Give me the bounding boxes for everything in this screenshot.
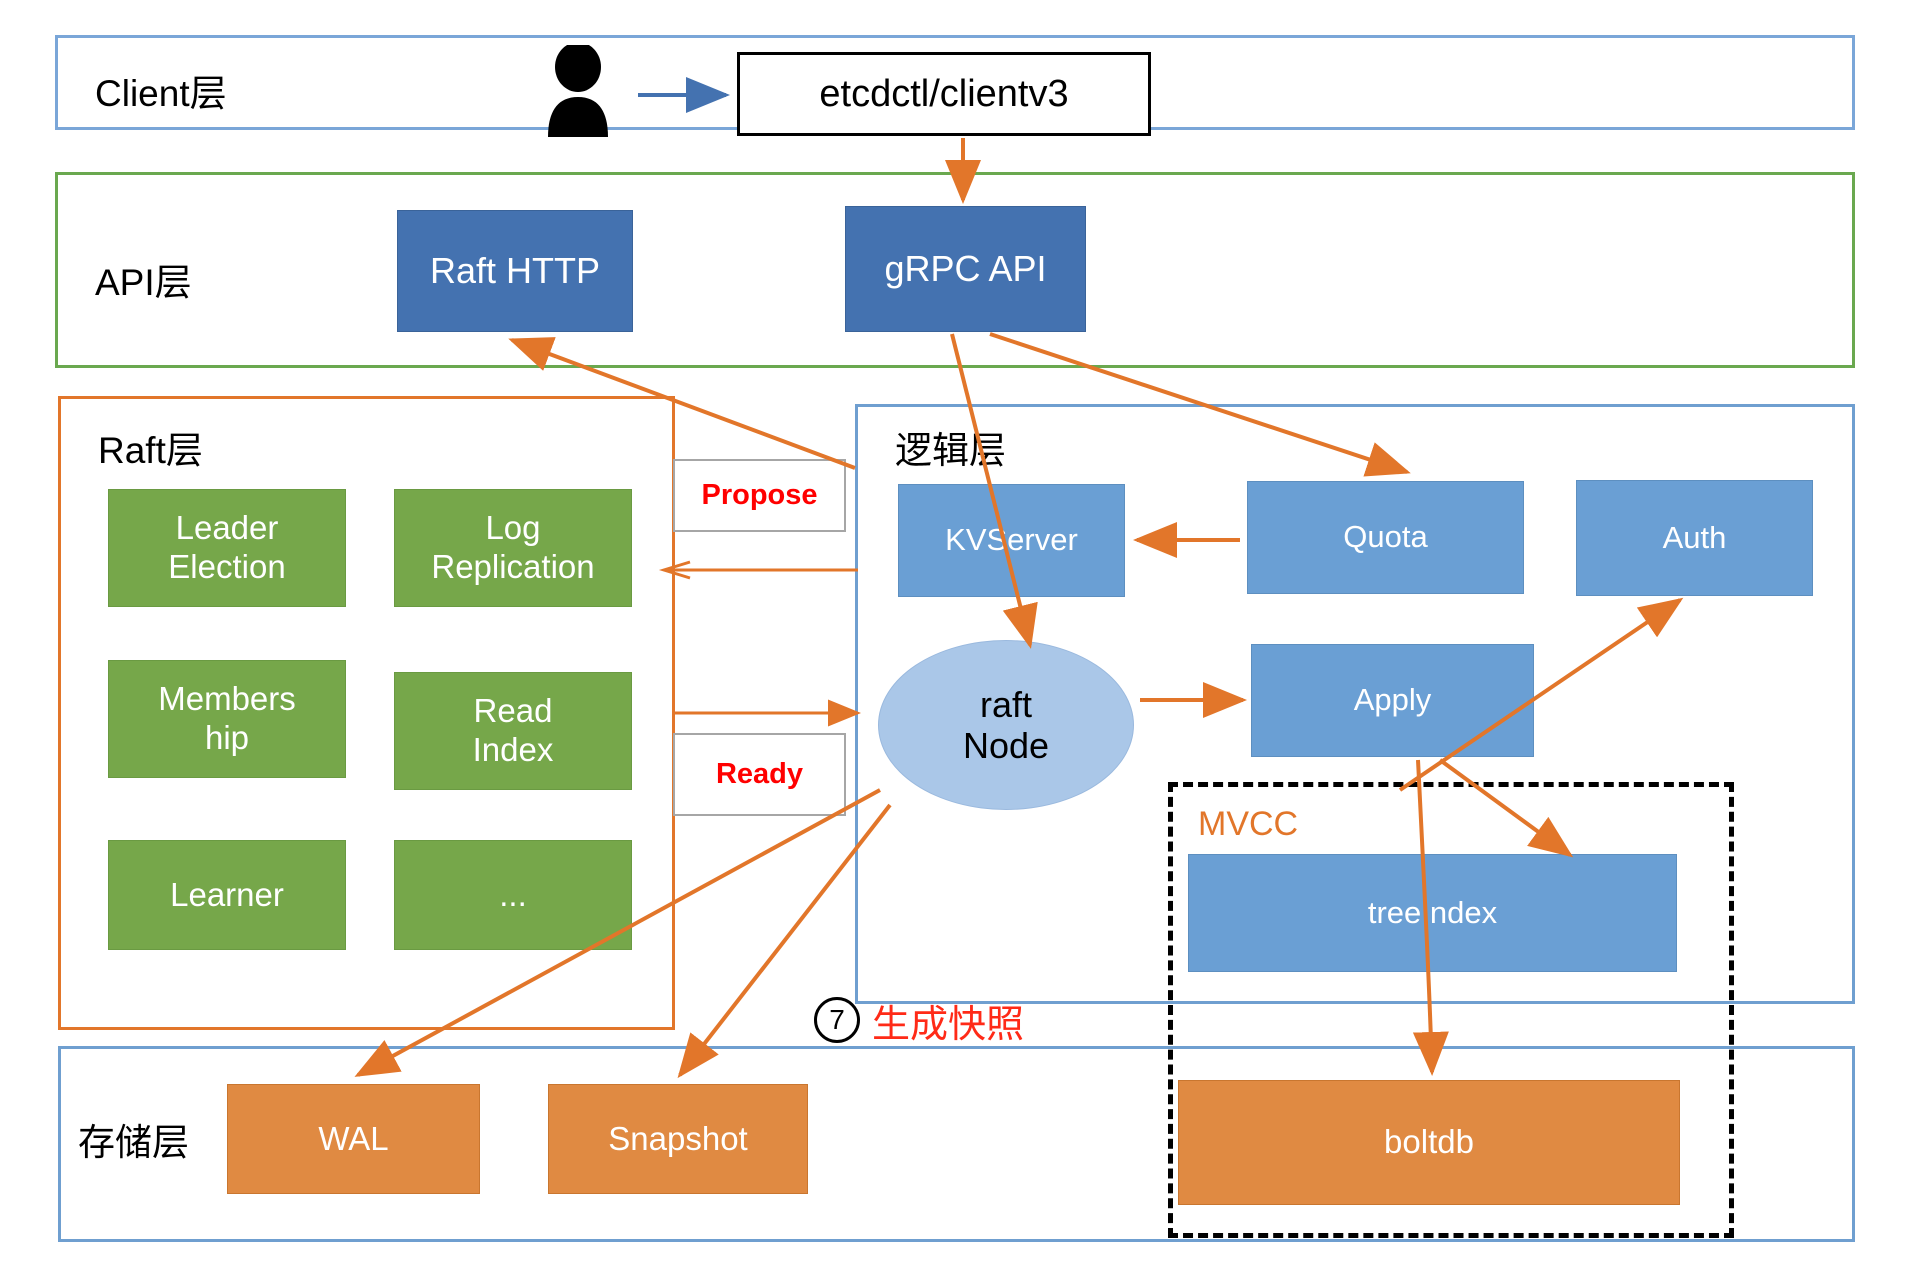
ready-tag: Ready [673,733,846,816]
raft-layer-title: Raft层 [98,430,203,471]
user-person-icon [532,42,624,142]
mvcc-label: MVCC [1198,805,1299,843]
step-number-badge: 7 [814,997,860,1043]
etcdctl-clientv3-box[interactable]: etcdctl/clientv3 [737,52,1151,136]
propose-tag: Propose [673,459,846,532]
logic-layer-title: 逻辑层 [895,430,1006,471]
membership-box[interactable]: Members hip [108,660,346,778]
read-index-box[interactable]: Read Index [394,672,632,790]
treeindex-box[interactable]: treeIndex [1188,854,1677,972]
quota-box[interactable]: Quota [1247,481,1524,594]
apply-box[interactable]: Apply [1251,644,1534,757]
learner-box[interactable]: Learner [108,840,346,950]
snapshot-box[interactable]: Snapshot [548,1084,808,1194]
client-layer-title: Client层 [95,73,227,114]
kvserver-box[interactable]: KVServer [898,484,1125,597]
raft-node-ellipse[interactable]: raft Node [878,640,1134,810]
wal-box[interactable]: WAL [227,1084,480,1194]
boltdb-box[interactable]: boltdb [1178,1080,1680,1205]
step-label: 生成快照 [872,1004,1025,1046]
ellipsis-box[interactable]: ... [394,840,632,950]
storage-layer-title: 存储层 [78,1122,189,1163]
leader-election-box[interactable]: Leader Election [108,489,346,607]
raft-http-box[interactable]: Raft HTTP [397,210,633,332]
grpc-api-box[interactable]: gRPC API [845,206,1086,332]
log-replication-box[interactable]: Log Replication [394,489,632,607]
auth-box[interactable]: Auth [1576,480,1813,596]
storage-layer-container [58,1046,1855,1242]
api-layer-title: API层 [95,262,192,303]
